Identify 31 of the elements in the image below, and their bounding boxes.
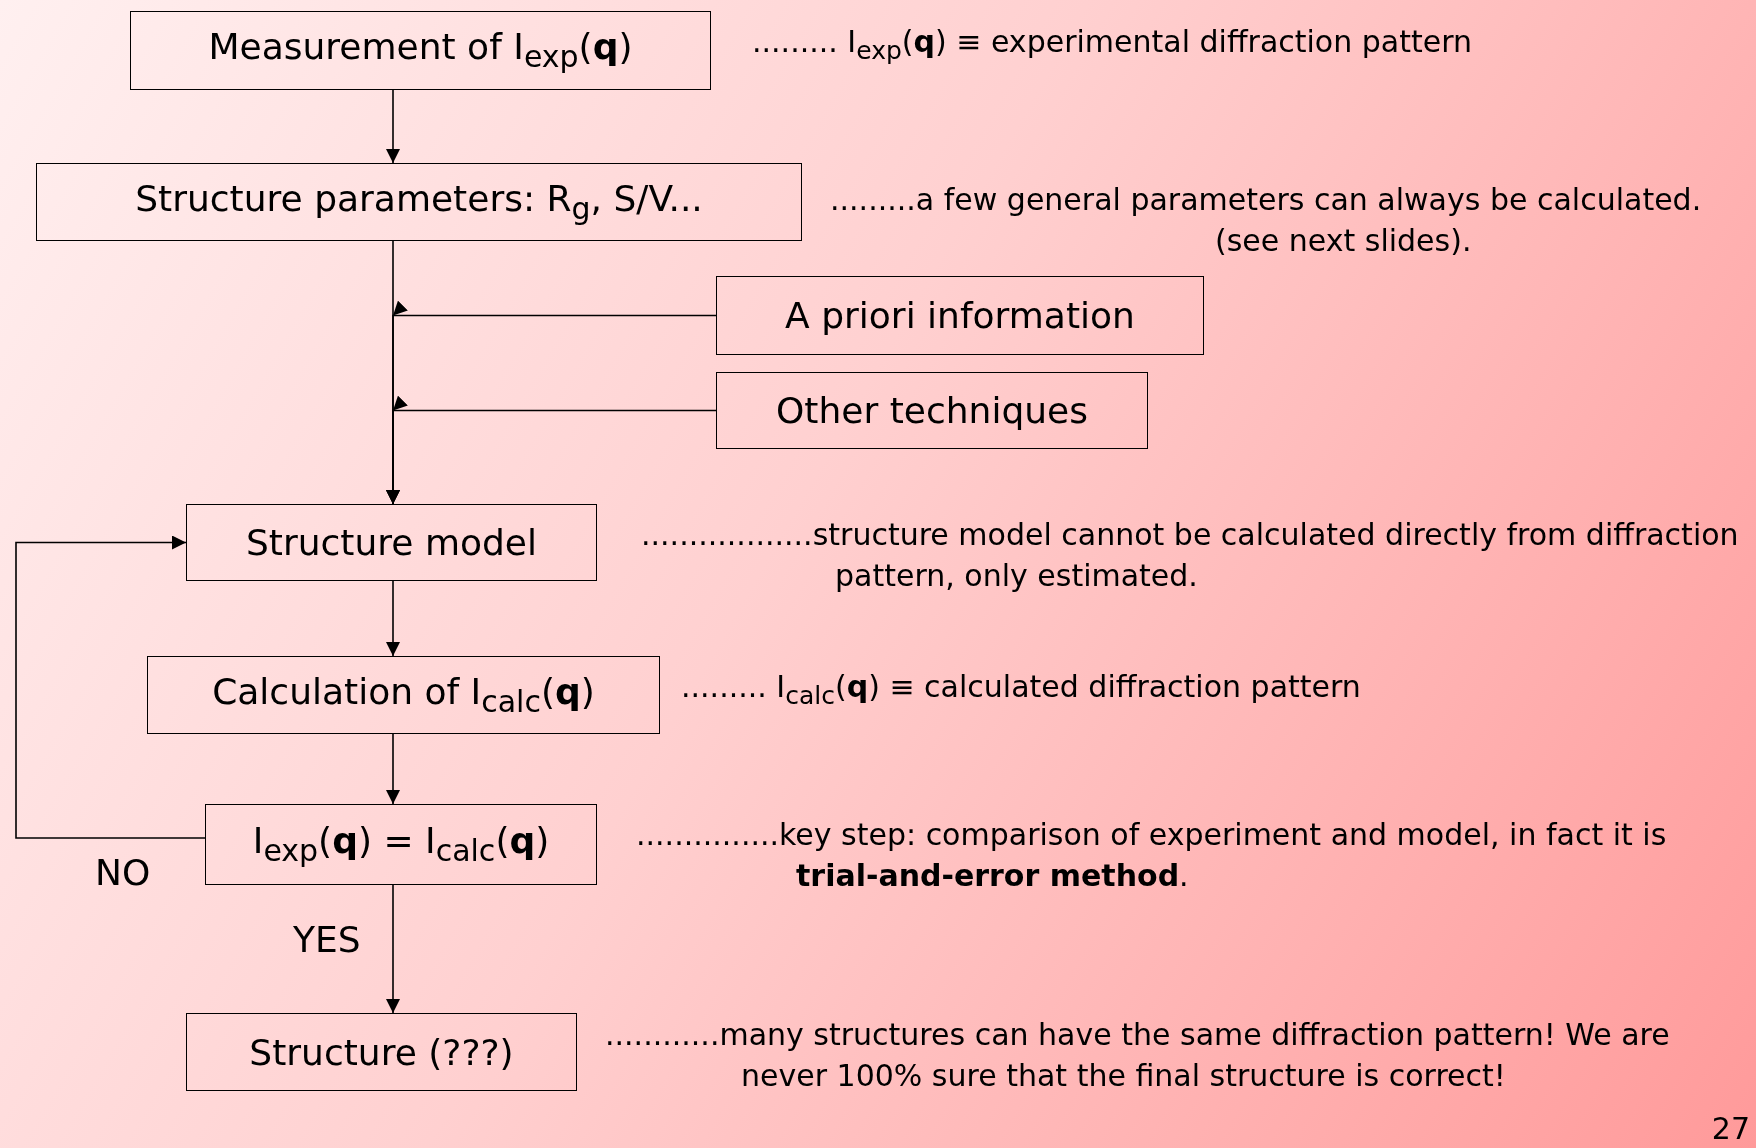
- arrow: [15, 535, 206, 839]
- box-text: Structure parameters: R$_{g}$, S/V...: [135, 177, 703, 227]
- arrow: [386, 396, 717, 505]
- process-box: [716, 276, 1204, 355]
- process-box: [186, 504, 597, 581]
- box-text: Other techniques: [776, 390, 1088, 431]
- process-box: [205, 804, 597, 885]
- box-text: Calculation of I$_{calc}$(q): [212, 670, 595, 720]
- box-text: Measurement of I$_{exp}$(q): [208, 26, 633, 75]
- process-box: [36, 163, 802, 241]
- arrow: [386, 580, 400, 657]
- box-text: A priori information: [785, 295, 1135, 336]
- box-text: Structure model: [246, 522, 537, 563]
- note-text: ......... I$_{calc}$(q) ≡ calculated diffraction pattern: [681, 668, 1362, 712]
- arrow: [386, 89, 400, 164]
- process-box: [186, 1013, 577, 1091]
- note-text: ..................structure model cannot be calculated directly from diffraction pattern, only estimated.: [641, 516, 1740, 595]
- process-box: [716, 372, 1148, 449]
- note-text: ............many structures can have the same diffraction pattern! We are never 100% sure that the final structure is correct!: [605, 1016, 1671, 1095]
- note-text: ...............key step: comparison of experiment and model, in fact it is trial-and-error method.: [636, 816, 1668, 895]
- note-text: ......... I$_{exp}$(q) ≡ experimental diffraction pattern: [752, 23, 1473, 67]
- edge-label: YES: [293, 919, 361, 960]
- box-text: I$_{exp}$(q) = I$_{calc}$(q): [252, 820, 550, 869]
- note-text: .........a few general parameters can always be calculated. (see next slides).: [830, 181, 1703, 260]
- box-text: Structure (???): [249, 1031, 514, 1073]
- arrow: [386, 884, 400, 1014]
- arrow: [386, 733, 400, 805]
- process-box: [130, 11, 711, 90]
- slide-number: 27: [1711, 1111, 1750, 1146]
- edge-label: NO: [95, 852, 151, 893]
- process-box: [147, 656, 660, 734]
